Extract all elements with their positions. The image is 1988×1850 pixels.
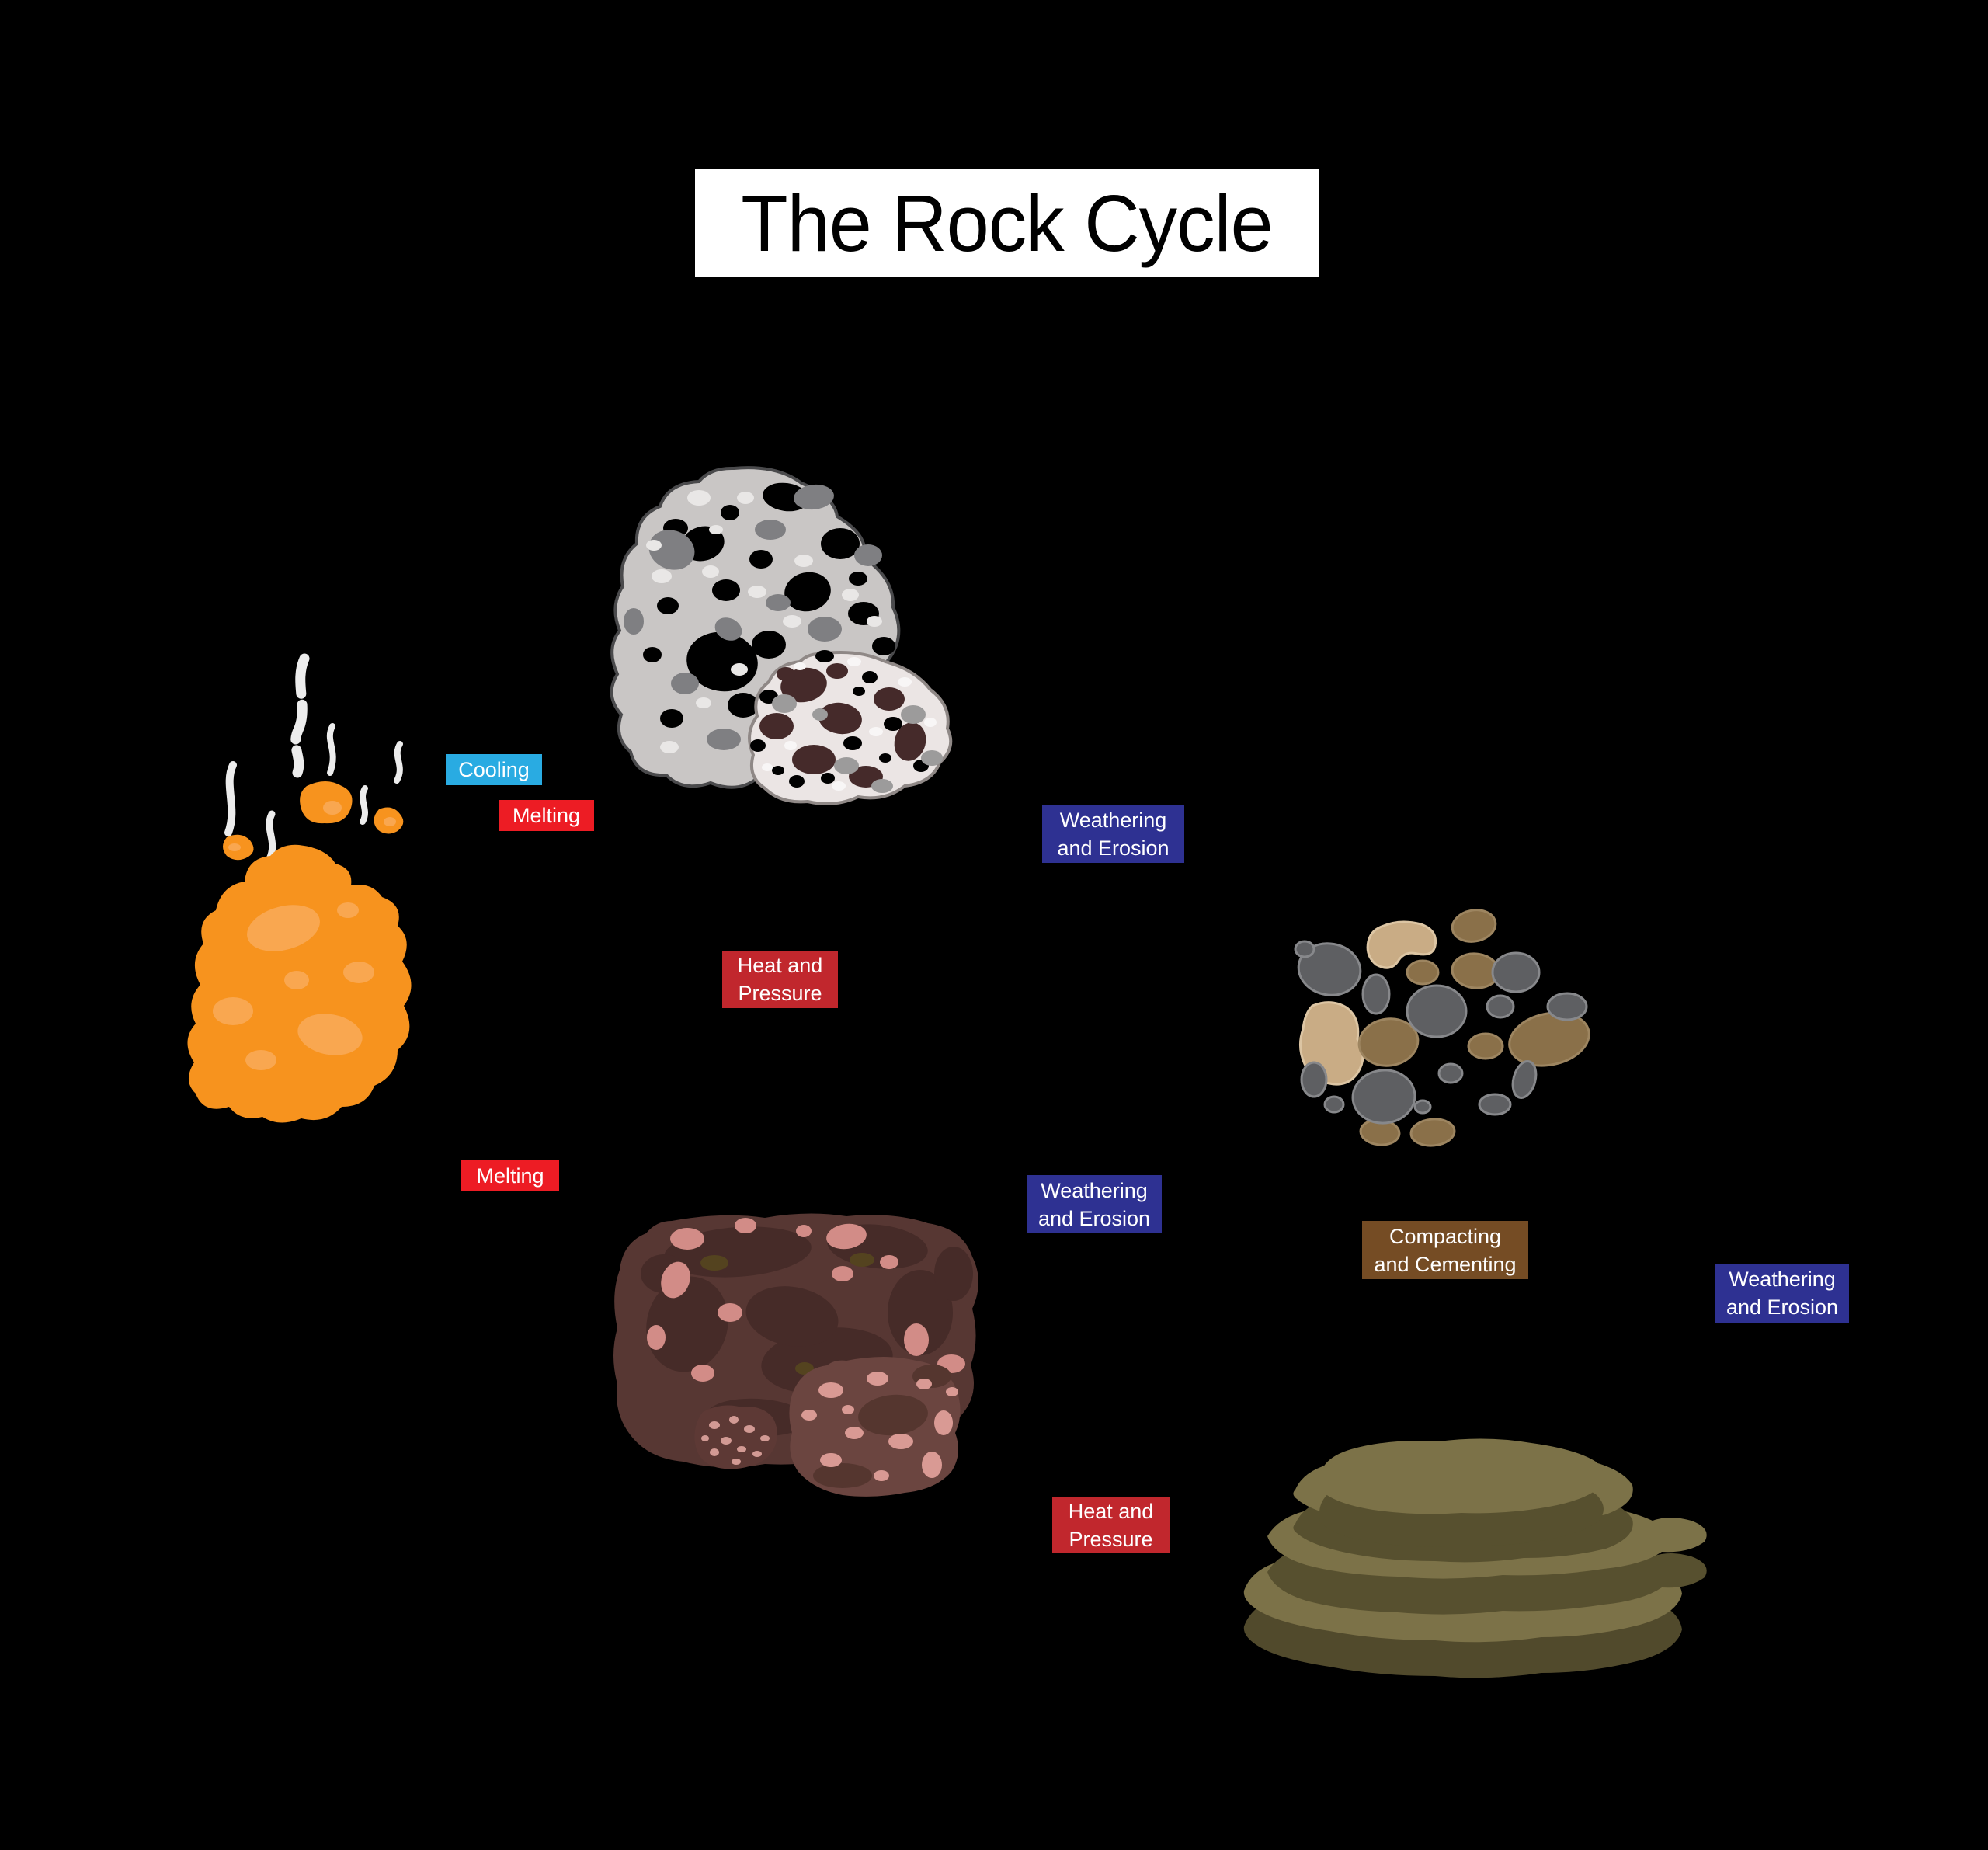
- label-melting-lower: Melting: [461, 1160, 559, 1191]
- label-melting-lower-text: Melting: [476, 1163, 544, 1188]
- metamorphic-front-right-speckles: [801, 1365, 958, 1488]
- label-line: and Erosion: [1057, 836, 1170, 860]
- magma-highlights: [213, 902, 374, 1070]
- sediment-gray-particles: [1294, 940, 1588, 1125]
- label-line: Pressure: [1069, 1528, 1153, 1551]
- sediment-particles-icon: [1294, 909, 1590, 1147]
- label-melting-upper: Melting: [499, 800, 594, 831]
- label-compacting-cementing: Compacting and Cementing: [1362, 1221, 1528, 1279]
- label-line: and Erosion: [1726, 1295, 1839, 1319]
- igneous-rock-large-spots: [624, 482, 895, 753]
- metamorphic-rock-speckles: [647, 1218, 965, 1382]
- label-line: Heat and: [1068, 1500, 1154, 1523]
- magma-lava-icon: [187, 653, 412, 1123]
- label-line: and Erosion: [1037, 1206, 1151, 1230]
- metamorphic-front-left-speckles: [701, 1416, 770, 1465]
- label-heat-pressure-bottom: Heat and Pressure: [1052, 1497, 1170, 1553]
- page-title: The Rock Cycle: [741, 178, 1273, 268]
- label-cooling-text: Cooling: [458, 758, 530, 781]
- sedimentary-rock-icon: [1243, 1438, 1707, 1678]
- title-box: The Rock Cycle: [695, 169, 1319, 277]
- label-line: and Cementing: [1374, 1252, 1517, 1276]
- metamorphic-rock-icon: [613, 1213, 978, 1497]
- label-weathering-erosion-middle: Weathering and Erosion: [1027, 1175, 1162, 1233]
- igneous-rock-small-spots: [750, 650, 943, 793]
- sediment-brown-particles: [1357, 909, 1590, 1147]
- magma-splash-center: [300, 781, 353, 824]
- label-weathering-erosion-upper: Weathering and Erosion: [1042, 805, 1184, 863]
- igneous-rock-icon: [610, 466, 953, 805]
- label-line: Heat and: [737, 954, 823, 977]
- label-line: Weathering: [1059, 809, 1167, 832]
- label-melting-upper-text: Melting: [512, 804, 581, 827]
- label-cooling: Cooling: [446, 754, 542, 785]
- label-line: Compacting: [1388, 1224, 1502, 1248]
- smoke-wisps: [224, 653, 403, 863]
- label-heat-pressure-center: Heat and Pressure: [722, 951, 838, 1008]
- label-line: Pressure: [738, 982, 822, 1005]
- label-line: Weathering: [1041, 1178, 1148, 1202]
- label-line: Weathering: [1729, 1268, 1836, 1291]
- label-weathering-erosion-right: Weathering and Erosion: [1715, 1264, 1849, 1323]
